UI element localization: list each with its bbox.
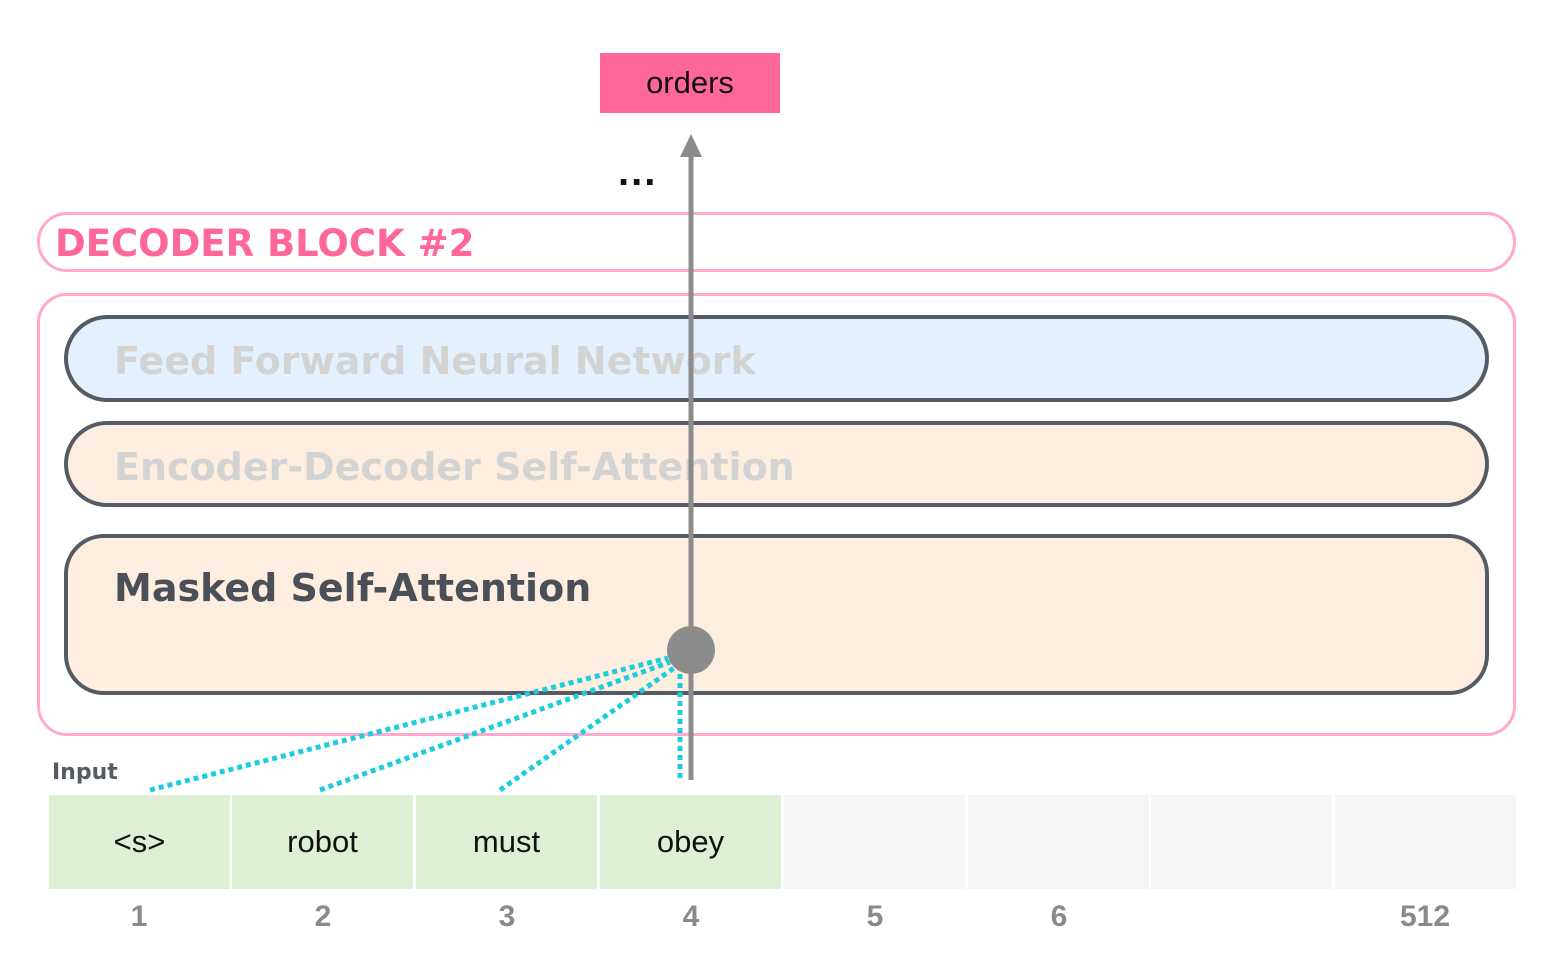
input-token-cell: obey (600, 795, 781, 889)
position-number: 3 (498, 900, 516, 933)
decoder-block-title: DECODER BLOCK #2 (55, 222, 475, 265)
decoder-block-title-frame (37, 212, 1516, 272)
empty-token-cell (1151, 795, 1332, 889)
masked-self-attention-layer: Masked Self-Attention (64, 534, 1489, 695)
position-number: 6 (1050, 900, 1068, 933)
empty-token-cell (968, 795, 1149, 889)
ellipsis: ... (618, 150, 658, 194)
position-number: 4 (682, 900, 700, 933)
input-label: Input (52, 760, 118, 785)
input-token-cell: <s> (49, 795, 230, 889)
masked-self-attention-label: Masked Self-Attention (114, 566, 592, 610)
position-number: 5 (866, 900, 884, 933)
attention-line (319, 659, 671, 793)
output-token: orders (600, 53, 780, 113)
position-number: 512 (1399, 900, 1451, 933)
attention-node (667, 626, 715, 674)
arrow-up-icon (680, 134, 702, 157)
attention-lines (149, 655, 683, 793)
input-token-cell: robot (232, 795, 413, 889)
input-token-cell: must (416, 795, 597, 889)
ffnn-layer-label: Feed Forward Neural Network (114, 339, 756, 383)
attention-line (498, 665, 676, 793)
attention-line (149, 655, 669, 793)
empty-token-cell (1335, 795, 1516, 889)
position-number: 2 (314, 900, 332, 933)
encoder-decoder-attention-label: Encoder-Decoder Self-Attention (114, 445, 795, 489)
decoder-block-frame (37, 293, 1516, 736)
position-number: 1 (130, 900, 148, 933)
ffnn-layer: Feed Forward Neural Network (64, 315, 1489, 402)
encoder-decoder-attention-layer: Encoder-Decoder Self-Attention (64, 421, 1489, 507)
empty-token-cell (784, 795, 965, 889)
